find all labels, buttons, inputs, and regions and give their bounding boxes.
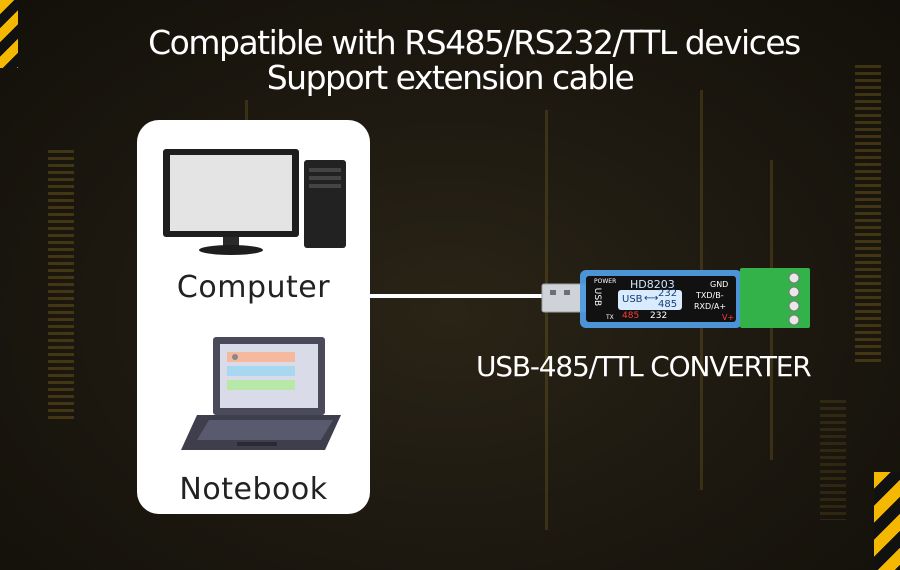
device-power-label: POWER [594, 278, 617, 285]
device-usb-side-label: USB [592, 287, 603, 307]
device-pin-txd: TXD/B- [696, 291, 724, 300]
device-mode-485: 485 [658, 299, 678, 310]
bg-light-column [855, 65, 881, 365]
bg-light-column [820, 400, 846, 520]
device-tx-label: TX [606, 314, 614, 321]
arrow-icon: ⟷ [644, 293, 659, 304]
device-pin-rxd: RXD/A+ [694, 302, 727, 311]
device-model-label: HD8203 [630, 278, 675, 291]
hazard-stripe-bottom-right [874, 472, 900, 570]
host-card: Computer Notebook [137, 120, 370, 514]
headline-line-2: Support extension cable [266, 58, 635, 97]
device-switch-232: 232 [650, 311, 668, 321]
bg-light-column [48, 150, 74, 420]
connection-cable [370, 294, 546, 298]
device-caption: USB-485/TTL CONVERTER [476, 350, 812, 383]
usb-converter-device: POWER HD8203 USB USB ⟷ 232 485 TX 485 23… [536, 262, 816, 346]
bg-light-line [545, 110, 548, 530]
hazard-stripe-top-left [0, 0, 18, 68]
laptop-icon [181, 337, 341, 450]
device-pin-vplus: V+ [722, 313, 735, 322]
usb-converter-illustration [541, 268, 810, 328]
notebook-label: Notebook [179, 472, 328, 507]
device-pin-gnd: GND [710, 280, 729, 289]
device-switch-485: 485 [622, 311, 640, 321]
headline-line-1: Compatible with RS485/RS232/TTL devices [148, 23, 801, 62]
device-mode-232: 232 [658, 288, 678, 299]
desktop-computer-icon [163, 149, 346, 255]
computer-label: Computer [176, 270, 331, 305]
device-mode-usb: USB [622, 294, 643, 305]
